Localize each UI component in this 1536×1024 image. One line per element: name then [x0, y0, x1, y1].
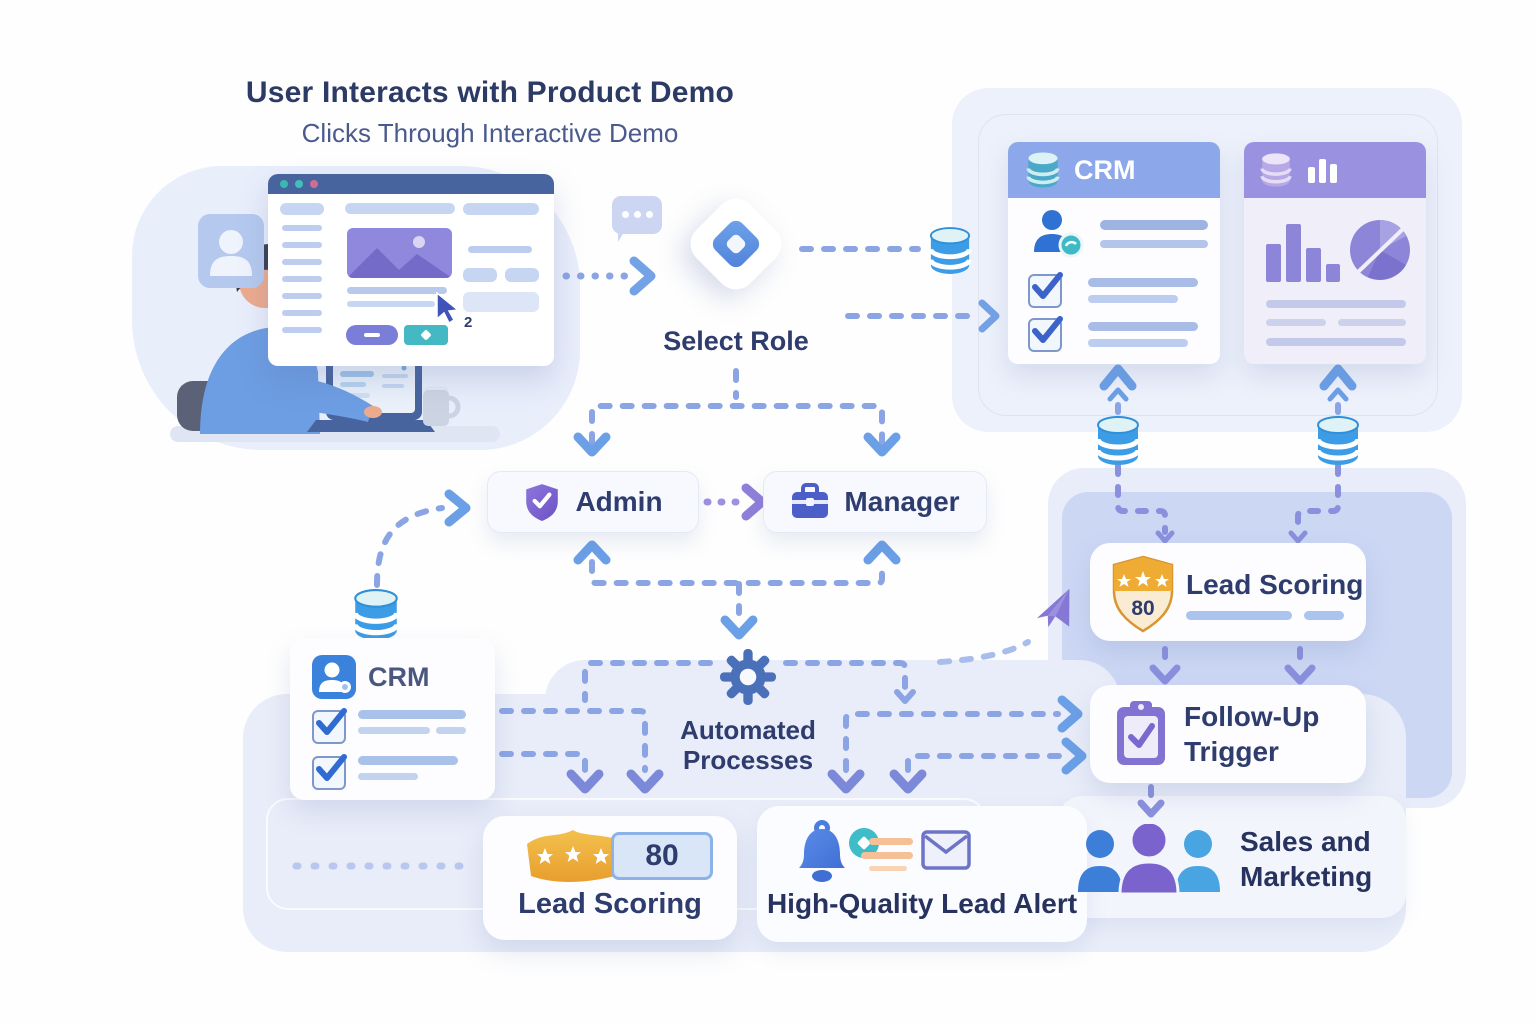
pie-chart-icon: [1350, 220, 1410, 280]
lead-scoring-right-card: 80 Lead Scoring: [1090, 543, 1366, 641]
manager-label: Manager: [844, 486, 960, 517]
admin-node: Admin: [487, 471, 699, 533]
window-dot-icon: [295, 180, 303, 188]
speech-bubble-icon: [612, 196, 662, 242]
cursor-step-label: 2: [464, 314, 473, 331]
crm-card-title: CRM: [1074, 154, 1136, 185]
database-icon: [1260, 153, 1292, 187]
bg-panel-top-right-outline: [978, 114, 1438, 416]
crm-card-header: CRM: [1008, 142, 1220, 198]
bg-panel-sales: [1058, 796, 1406, 918]
gold-shield-badge-icon: 80: [1110, 555, 1176, 633]
envelope-icon: [921, 830, 971, 870]
follow-up-label-line1: Follow-Up: [1184, 701, 1320, 732]
browser-titlebar: [268, 174, 554, 194]
checkbox-checked-icon: [1028, 272, 1063, 308]
lead-scoring-right-title: Lead Scoring: [1186, 569, 1364, 600]
lead-score-value: 80: [1131, 597, 1155, 620]
lead-scoring-bottom-card: 80 Lead Scoring: [483, 816, 737, 940]
database-icon: [352, 589, 400, 640]
window-dot-icon: [280, 180, 288, 188]
automated-processes-node: Automated Processes: [626, 648, 870, 778]
automated-label-line2: Processes: [682, 745, 814, 775]
sales-label-line1: Sales and: [1240, 826, 1371, 857]
checkbox-checked-icon: [312, 754, 347, 790]
hero-image-placeholder: [347, 228, 452, 278]
demo-secondary-button: [404, 325, 448, 345]
checkbox-checked-icon: [1028, 316, 1063, 352]
crm-card-top: CRM: [1008, 142, 1220, 364]
gear-icon: [720, 649, 776, 705]
window-dot-icon: [310, 180, 318, 188]
bell-icon: [799, 820, 845, 882]
coffee-mug: [423, 390, 449, 426]
cursor-icon: [436, 292, 460, 325]
sales-label-line2: Marketing: [1240, 861, 1373, 892]
analytics-card: [1244, 142, 1426, 364]
database-icon: [1095, 416, 1141, 465]
lead-alert-title: High-Quality Lead Alert: [766, 888, 1078, 919]
lead-scoring-bottom-title: Lead Scoring: [518, 888, 702, 920]
database-icon: [928, 227, 972, 274]
clipboard-check-icon: [1117, 701, 1165, 765]
paper-plane-icon: [1036, 588, 1070, 628]
follow-up-label-line2: Trigger: [1184, 736, 1279, 767]
database-icon: [1315, 416, 1361, 465]
follow-up-trigger-card: Follow-Up Trigger: [1090, 685, 1366, 783]
analytics-card-header: [1244, 142, 1426, 198]
shield-check-icon: [526, 484, 559, 521]
browser-window-mockup: 2: [268, 174, 554, 366]
page-title: User Interacts with Product Demo: [245, 76, 735, 109]
lead-score-box: 80: [611, 832, 713, 880]
person-icon: [210, 230, 252, 276]
lead-alert-card: High-Quality Lead Alert: [757, 806, 1087, 942]
select-role-label: Select Role: [663, 326, 809, 356]
gold-ribbon-stars-icon: [527, 830, 619, 882]
admin-label: Admin: [575, 486, 663, 517]
contact-person-icon: [312, 655, 356, 699]
checkbox-checked-icon: [312, 708, 347, 744]
manager-node: Manager: [763, 471, 987, 533]
crm-card-left: CRM: [290, 638, 495, 800]
lead-score-value: 80: [645, 839, 679, 872]
person-hand: [364, 406, 382, 418]
bar-chart-icon: [1266, 224, 1340, 282]
bar-chart-icon: [1308, 159, 1337, 183]
wall-avatar-card: [198, 214, 264, 288]
users-icon: [1078, 824, 1220, 896]
sales-marketing-node: Sales and Marketing: [1074, 820, 1394, 906]
page-title-block: User Interacts with Product Demo Clicks …: [220, 76, 760, 149]
person-at-desk-illustration: [170, 244, 500, 442]
automated-label-line1: Automated: [680, 715, 816, 745]
contact-person-icon: [1034, 210, 1084, 258]
page-subtitle: Clicks Through Interactive Demo: [301, 118, 679, 148]
demo-primary-button: [346, 325, 398, 345]
briefcase-icon: [792, 483, 829, 518]
crm-left-title: CRM: [368, 662, 430, 692]
database-icon: [1026, 152, 1060, 188]
laptop-base: [307, 420, 435, 432]
person-arm: [276, 377, 373, 422]
